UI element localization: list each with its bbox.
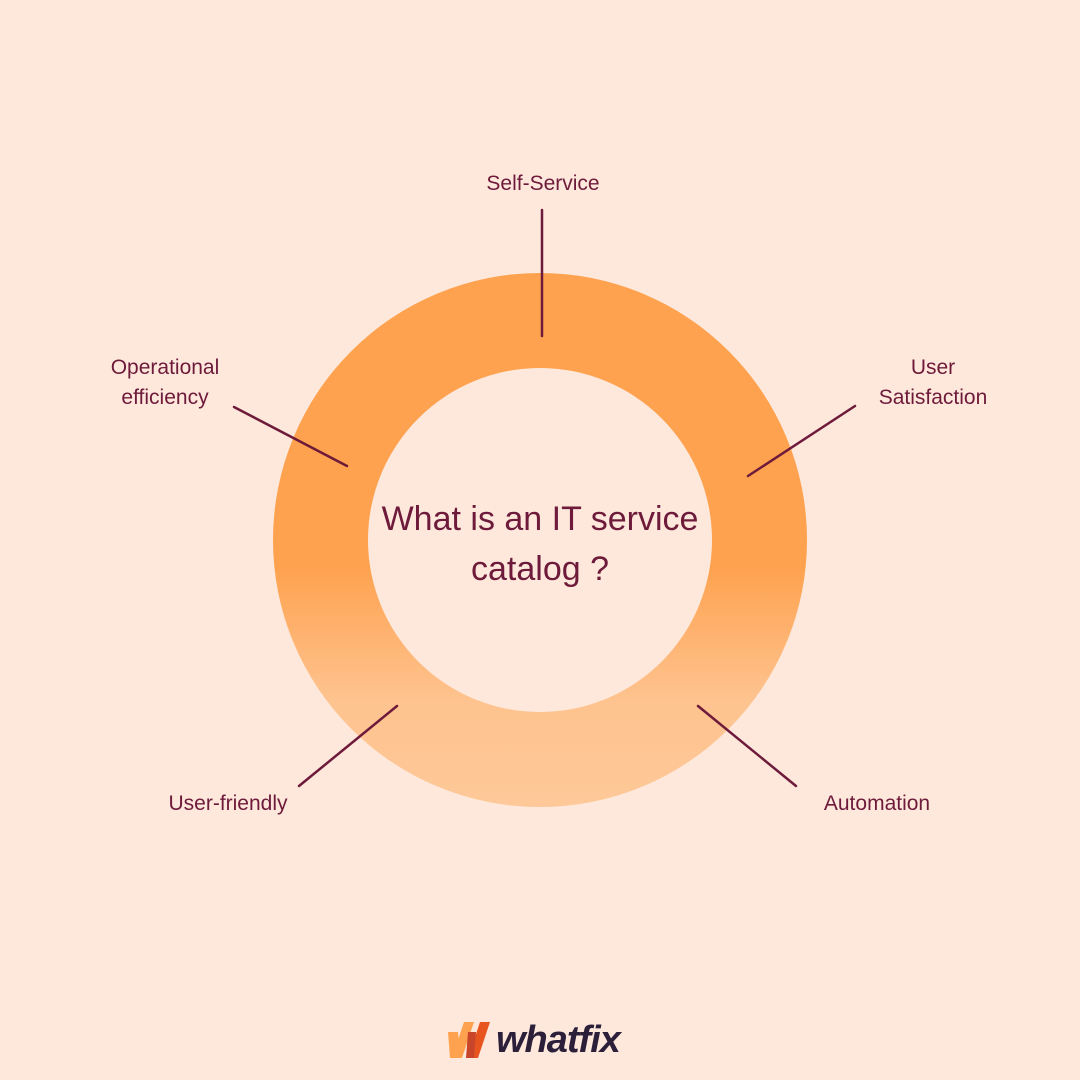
donut-center [368,368,712,712]
label-user-friendly: User-friendly [168,792,288,815]
connector-user-friendly [297,704,399,788]
label-user-satisfaction: User Satisfaction [860,353,1006,413]
center-title: What is an IT service catalog ? [381,500,699,588]
label-line: Satisfaction [878,386,988,409]
brand-name: whatfix [496,1018,621,1061]
whatfix-mark-icon [448,1022,490,1058]
connector-operational-efficiency [232,405,349,468]
label-line: User [910,356,956,379]
connector-user-satisfaction [746,404,857,478]
label-automation: Automation [823,792,931,815]
label-line: Operational [110,356,220,379]
label-line: efficiency [121,386,209,409]
connector-automation [696,704,798,788]
label-self-service: Self-Service [486,172,600,195]
whatfix-logo: whatfix [446,1018,621,1062]
label-operational-efficiency: Operational efficiency [90,353,240,413]
